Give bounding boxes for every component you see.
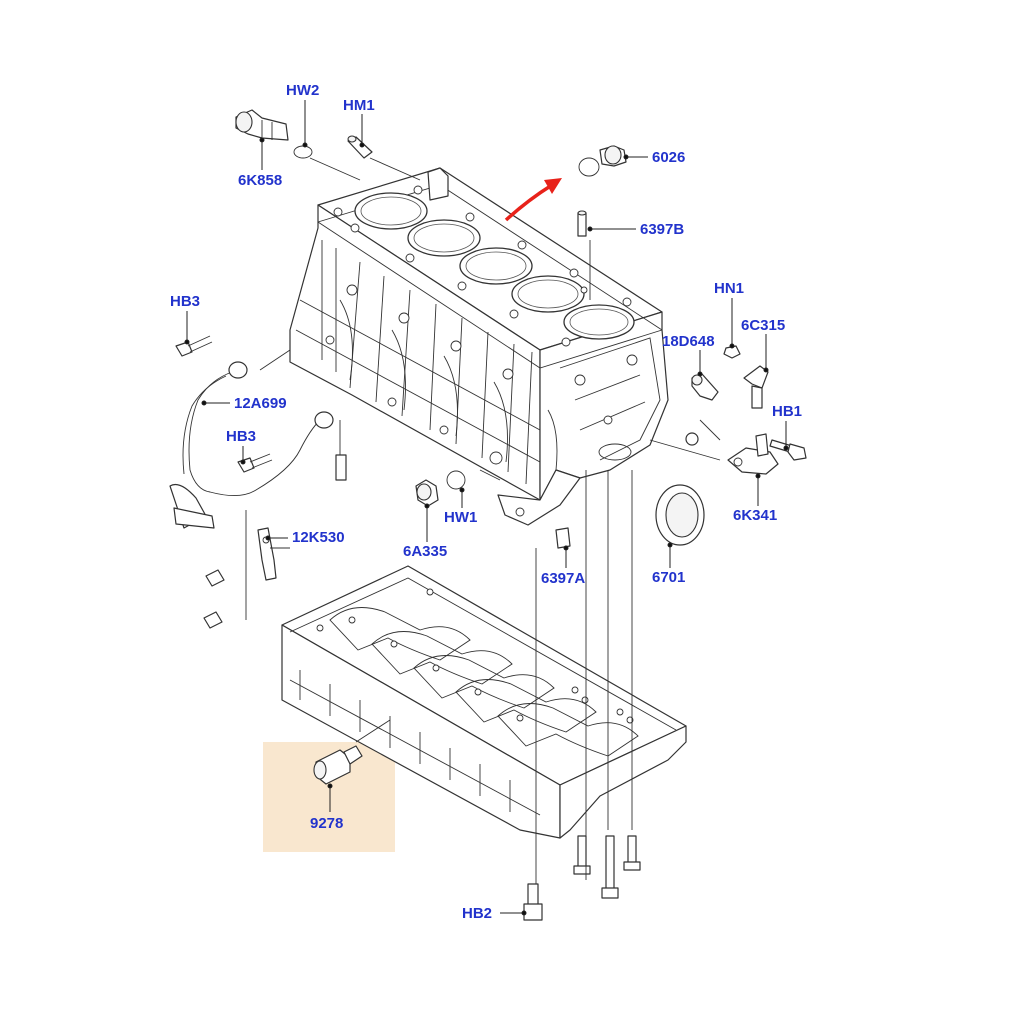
label-6026: 6026: [652, 149, 686, 166]
label-6K341: 6K341: [733, 507, 778, 524]
label-HW1: HW1: [444, 509, 478, 526]
cylinder-block: [289, 167, 669, 526]
part-6K341-drawing: [727, 433, 779, 475]
part-HB3-top-drawing: [175, 335, 213, 357]
label-HB2: HB2: [462, 905, 493, 922]
part-6A335-drawing: [415, 479, 439, 507]
red-arrowhead: [544, 178, 562, 194]
label-6701: 6701: [652, 569, 686, 586]
label-12K530: 12K530: [292, 529, 345, 546]
assembly-lines: [245, 157, 721, 884]
red-direction-arrow: [504, 183, 553, 222]
cylinder-bores: [354, 192, 635, 340]
label-HB3-lower: HB3: [226, 428, 257, 445]
label-HM1: HM1: [343, 97, 375, 114]
part-6026-drawing: [578, 145, 627, 177]
part-6K858-drawing: [235, 109, 289, 141]
label-9278: 9278: [310, 815, 344, 832]
part-6397B-drawing: [577, 210, 587, 237]
label-HB3-top: HB3: [170, 293, 201, 310]
part-6701-drawing: [655, 484, 705, 546]
label-HB1: HB1: [772, 403, 803, 420]
part-6C315-drawing: [743, 365, 769, 409]
label-6A335: 6A335: [403, 543, 448, 560]
part-12K530-drawing: [203, 527, 277, 629]
label-6K858: 6K858: [238, 172, 283, 189]
label-18D648: 18D648: [662, 333, 715, 350]
label-HN1: HN1: [714, 280, 745, 297]
label-6C315: 6C315: [741, 317, 786, 334]
part-12A699-drawing: [169, 361, 334, 529]
label-6397B: 6397B: [640, 221, 685, 238]
bottom-bolts: [523, 835, 641, 921]
part-HM1-drawing: [347, 135, 373, 159]
label-12A699: 12A699: [234, 395, 287, 412]
lower-block: [281, 565, 687, 839]
label-6397A: 6397A: [541, 570, 586, 587]
label-HW2: HW2: [286, 82, 320, 99]
part-HW1-drawing: [446, 470, 466, 490]
part-6397A-drawing: [555, 527, 571, 549]
part-9278-drawing: [313, 745, 363, 785]
